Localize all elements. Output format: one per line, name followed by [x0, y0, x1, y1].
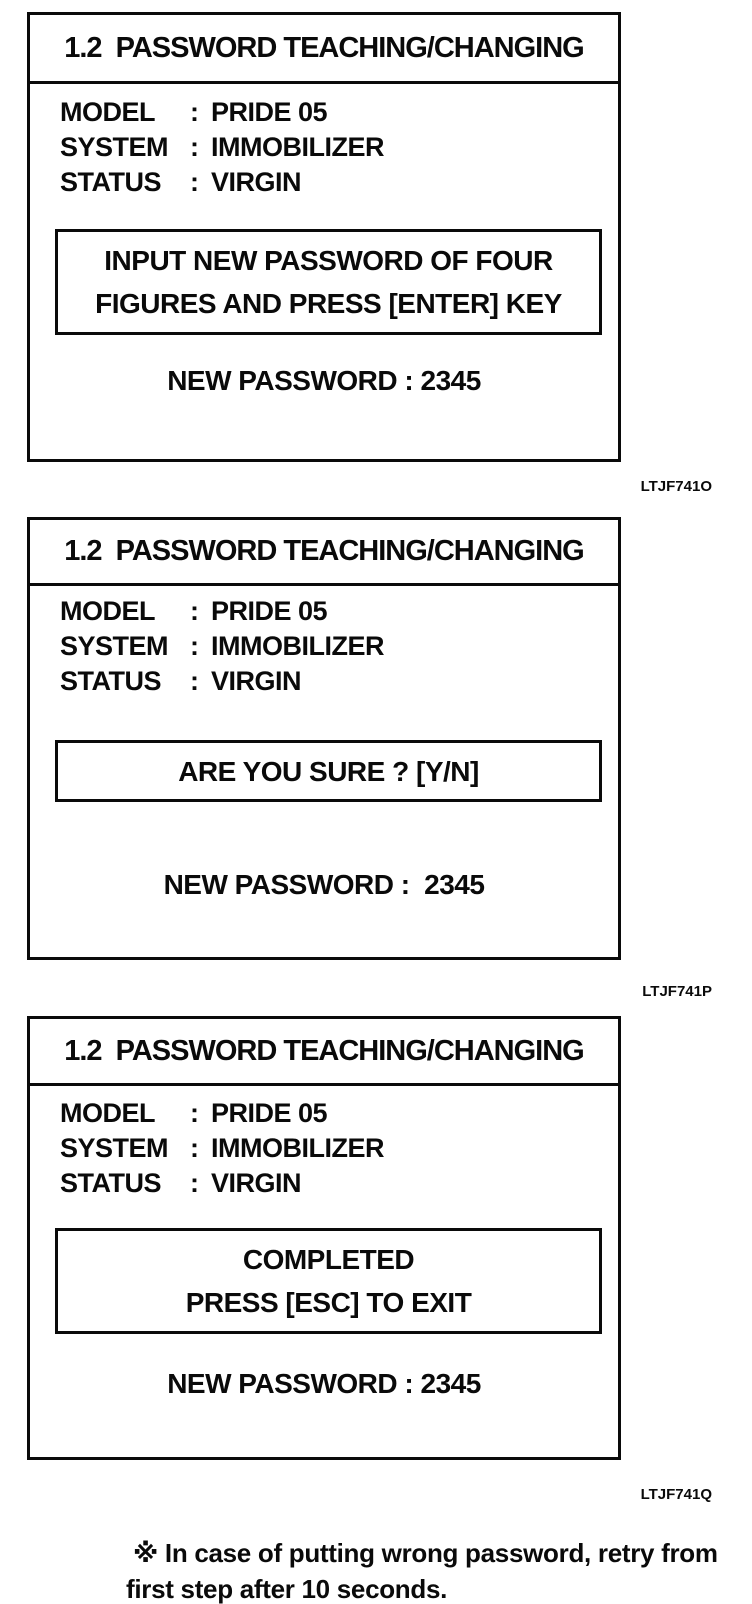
screen-title-bar: 1.2 PASSWORD TEACHING/CHANGING — [30, 520, 618, 586]
status-row: STATUS : VIRGIN — [60, 664, 608, 699]
field-label: SYSTEM — [60, 132, 169, 162]
screen-confirm: 1.2 PASSWORD TEACHING/CHANGING MODEL : P… — [27, 517, 621, 960]
field-colon: : — [190, 1133, 199, 1163]
field-value: VIRGIN — [211, 167, 302, 197]
field-label: SYSTEM — [60, 631, 169, 661]
field-label: MODEL — [60, 596, 156, 626]
screen-title: 1.2 PASSWORD TEACHING/CHANGING — [64, 31, 585, 64]
message-line: INPUT NEW PASSWORD OF FOUR — [104, 245, 553, 276]
vehicle-info: MODEL : PRIDE 05 SYSTEM : IMMOBILIZER ST… — [60, 1096, 608, 1201]
message-line: PRESS [ESC] TO EXIT — [185, 1287, 472, 1318]
figure-code: LTJF741Q — [640, 1486, 712, 1503]
figure-code: LTJF741O — [640, 478, 712, 495]
new-password-line: NEW PASSWORD : 2345 — [167, 1368, 481, 1399]
field-value: IMMOBILIZER — [211, 631, 384, 661]
model-row: MODEL : PRIDE 05 — [60, 1096, 608, 1131]
field-colon: : — [190, 132, 199, 162]
field-value: PRIDE 05 — [211, 1098, 328, 1128]
field-label: MODEL — [60, 1098, 156, 1128]
field-label: STATUS — [60, 1168, 162, 1198]
message-box: ARE YOU SURE ? [Y/N] — [55, 740, 602, 802]
footnote-line-1: ※ In case of putting wrong password, ret… — [133, 1538, 718, 1568]
new-password-line: NEW PASSWORD : 2345 — [167, 365, 481, 396]
field-value: IMMOBILIZER — [211, 132, 384, 162]
status-row: STATUS : VIRGIN — [60, 165, 608, 200]
message-box: INPUT NEW PASSWORD OF FOUR FIGURES AND P… — [55, 229, 602, 335]
field-value: PRIDE 05 — [211, 596, 328, 626]
field-colon: : — [190, 1098, 199, 1128]
field-colon: : — [190, 1168, 199, 1198]
field-colon: : — [190, 167, 199, 197]
screen-title: 1.2 PASSWORD TEACHING/CHANGING — [64, 1034, 585, 1067]
screen-title-bar: 1.2 PASSWORD TEACHING/CHANGING — [30, 1019, 618, 1086]
screen-input-password: 1.2 PASSWORD TEACHING/CHANGING MODEL : P… — [27, 12, 621, 462]
field-value: PRIDE 05 — [211, 97, 328, 127]
system-row: SYSTEM : IMMOBILIZER — [60, 629, 608, 664]
screen-title-bar: 1.2 PASSWORD TEACHING/CHANGING — [30, 15, 618, 84]
field-label: SYSTEM — [60, 1133, 169, 1163]
footnote: ※ In case of putting wrong password, ret… — [126, 1535, 726, 1604]
field-label: STATUS — [60, 666, 162, 696]
field-label: MODEL — [60, 97, 156, 127]
system-row: SYSTEM : IMMOBILIZER — [60, 130, 608, 165]
model-row: MODEL : PRIDE 05 — [60, 95, 608, 130]
vehicle-info: MODEL : PRIDE 05 SYSTEM : IMMOBILIZER ST… — [60, 594, 608, 699]
new-password-line: NEW PASSWORD : 2345 — [163, 869, 485, 900]
message-line: FIGURES AND PRESS [ENTER] KEY — [95, 288, 562, 319]
figure-code: LTJF741P — [642, 983, 712, 1000]
field-label: STATUS — [60, 167, 162, 197]
footnote-line-2: first step after 10 seconds. — [126, 1574, 448, 1604]
model-row: MODEL : PRIDE 05 — [60, 594, 608, 629]
field-colon: : — [190, 97, 199, 127]
system-row: SYSTEM : IMMOBILIZER — [60, 1131, 608, 1166]
field-value: IMMOBILIZER — [211, 1133, 384, 1163]
vehicle-info: MODEL : PRIDE 05 SYSTEM : IMMOBILIZER ST… — [60, 95, 608, 200]
message-box: COMPLETED PRESS [ESC] TO EXIT — [55, 1228, 602, 1334]
field-value: VIRGIN — [211, 666, 302, 696]
message-line: ARE YOU SURE ? [Y/N] — [178, 755, 479, 787]
field-value: VIRGIN — [211, 1168, 302, 1198]
screen-completed: 1.2 PASSWORD TEACHING/CHANGING MODEL : P… — [27, 1016, 621, 1460]
screen-title: 1.2 PASSWORD TEACHING/CHANGING — [64, 535, 585, 567]
field-colon: : — [190, 631, 199, 661]
field-colon: : — [190, 666, 199, 696]
message-line: COMPLETED — [242, 1244, 415, 1275]
status-row: STATUS : VIRGIN — [60, 1166, 608, 1201]
field-colon: : — [190, 596, 199, 626]
